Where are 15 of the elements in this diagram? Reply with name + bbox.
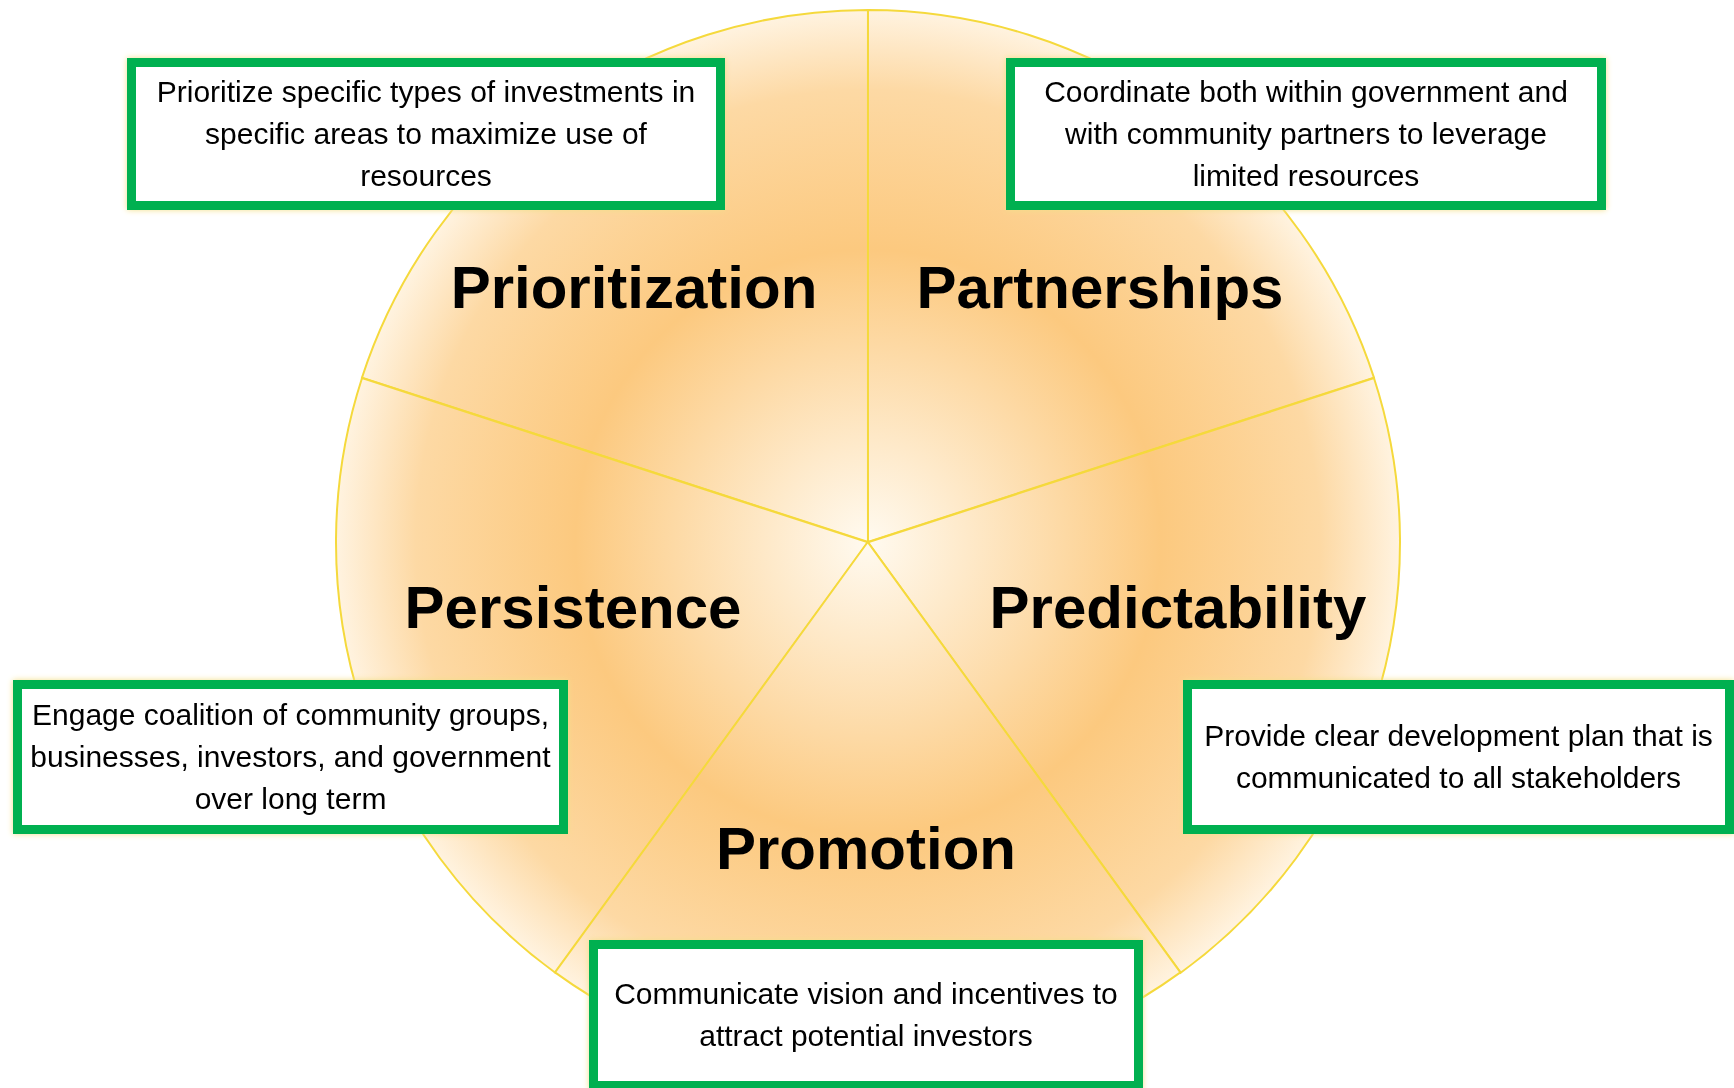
segment-title: Persistence: [404, 572, 742, 642]
callout-text: Prioritize specific types of investments in specific areas to maximize use of resources: [155, 74, 697, 194]
segment-title: Predictability: [989, 572, 1367, 642]
segment-title: Partnerships: [916, 252, 1284, 322]
callout-box: [1006, 58, 1606, 210]
callout-box: [589, 940, 1143, 1088]
callout-text: Engage coalition of community groups, businesses, investors, and government over long term: [29, 697, 552, 817]
segment-title: Promotion: [716, 813, 1016, 883]
callout-text: Coordinate both within government and with community partners to leverage limited resources: [1043, 74, 1569, 194]
callout-text: Communicate vision and incentives to attract potential investors: [613, 976, 1119, 1054]
callout-text: Provide clear development plan that is communicated to all stakeholders: [1203, 718, 1714, 796]
callout-box: [127, 58, 725, 210]
callout-box: [1183, 680, 1734, 834]
callout-box: [13, 680, 568, 834]
segment-title: Prioritization: [450, 252, 818, 322]
